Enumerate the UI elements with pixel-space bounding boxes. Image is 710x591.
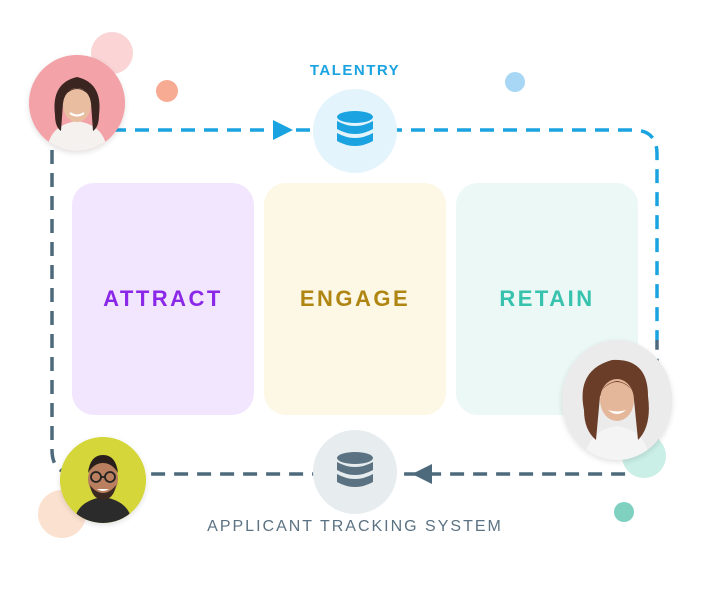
path-talentry-segment — [112, 128, 659, 340]
stage-card-engage: ENGAGE — [264, 183, 446, 415]
arrow-left-icon — [412, 464, 432, 484]
stage-label-retain: RETAIN — [499, 286, 595, 311]
avatar-woman-curly-hair — [562, 340, 672, 460]
talentry-label: TALENTRY — [309, 62, 401, 79]
ats-label: APPLICANT TRACKING SYSTEM — [207, 518, 503, 535]
stage-card-attract: ATTRACT — [72, 183, 254, 415]
decorative-dot-teal — [614, 502, 634, 522]
avatar-woman-long-hair — [29, 55, 125, 151]
decorative-dot-blue — [505, 72, 525, 92]
arrow-right-icon — [273, 120, 293, 140]
decorative-dot-coral — [156, 80, 178, 102]
stage-label-engage: ENGAGE — [299, 286, 411, 311]
stage-label-attract: ATTRACT — [103, 286, 223, 311]
database-icon — [337, 452, 373, 487]
database-icon — [337, 111, 373, 146]
talentry-node — [313, 89, 397, 173]
avatar-man-glasses — [60, 437, 146, 523]
ats-node — [313, 430, 397, 514]
